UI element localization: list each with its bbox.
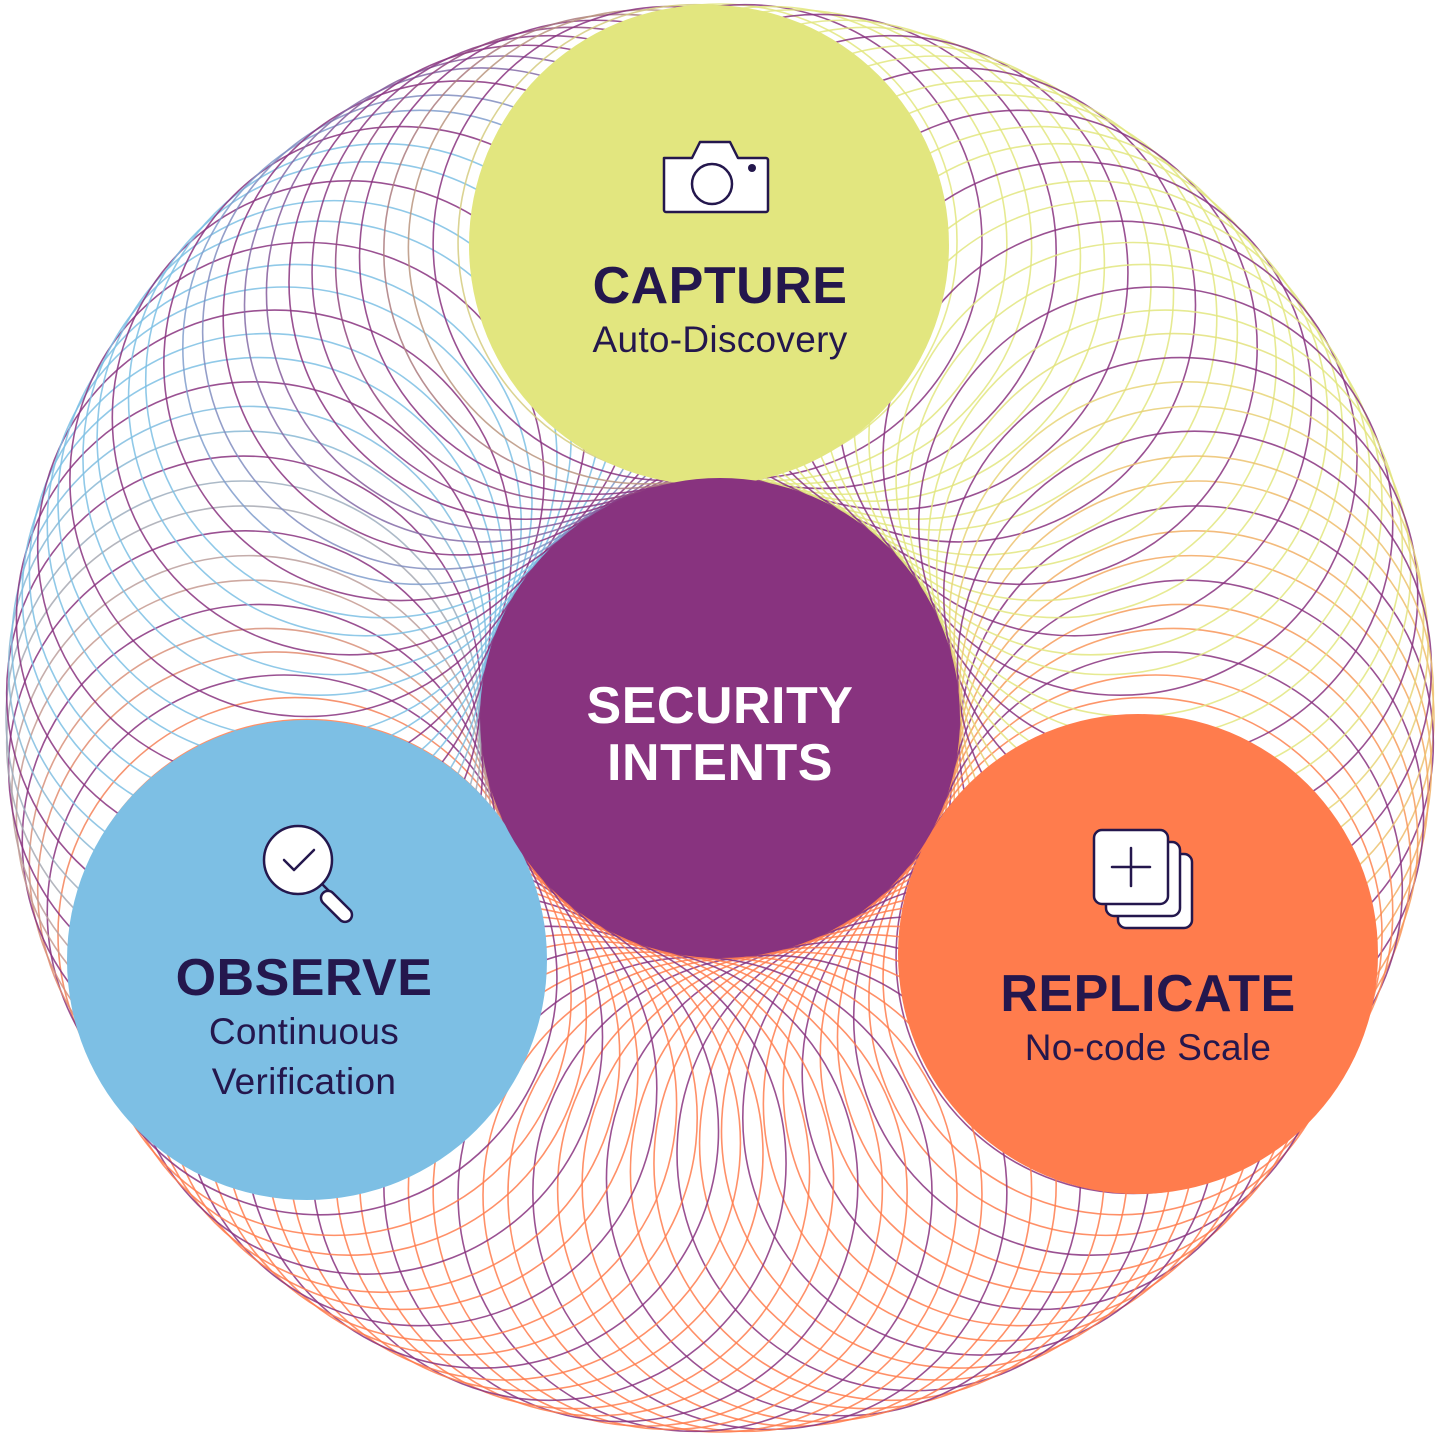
replicate-label: REPLICATE No-code Scale	[948, 965, 1348, 1073]
spiro-ring-line	[868, 199, 1344, 676]
spiro-ring-line	[36, 309, 513, 785]
spiro-ring-line	[82, 220, 558, 697]
replicate-node-circle	[898, 714, 1378, 1194]
spiro-ring-line	[482, 957, 958, 1433]
camera-icon	[662, 140, 770, 214]
capture-node-circle	[469, 5, 949, 485]
capture-label: CAPTURE Auto-Discovery	[520, 257, 920, 365]
capture-subtitle: Auto-Discovery	[592, 319, 848, 361]
observe-label: OBSERVE Continuous Verification	[104, 949, 504, 1107]
spiro-ring-line	[69, 241, 545, 718]
center-node-circle	[480, 478, 960, 958]
center-title-line-2: INTENTS	[607, 734, 833, 793]
spiro-ring-line	[407, 951, 884, 1427]
observe-subtitle-line-2: Verification	[211, 1061, 397, 1103]
magnifier-check-icon	[262, 824, 354, 924]
replicate-subtitle: No-code Scale	[1024, 1027, 1272, 1069]
spiro-ring-line	[927, 309, 1404, 785]
spiro-ring-line	[882, 220, 1358, 697]
center-label: SECURITY INTENTS	[480, 677, 960, 793]
observe-title: OBSERVE	[175, 949, 433, 1007]
observe-subtitle-line-1: Continuous	[208, 1011, 400, 1053]
center-title-line-1: SECURITY	[586, 677, 854, 735]
capture-title: CAPTURE	[592, 257, 848, 315]
observe-node-circle	[67, 720, 547, 1200]
replicate-title: REPLICATE	[1000, 965, 1296, 1023]
copy-plus-icon	[1092, 828, 1194, 930]
